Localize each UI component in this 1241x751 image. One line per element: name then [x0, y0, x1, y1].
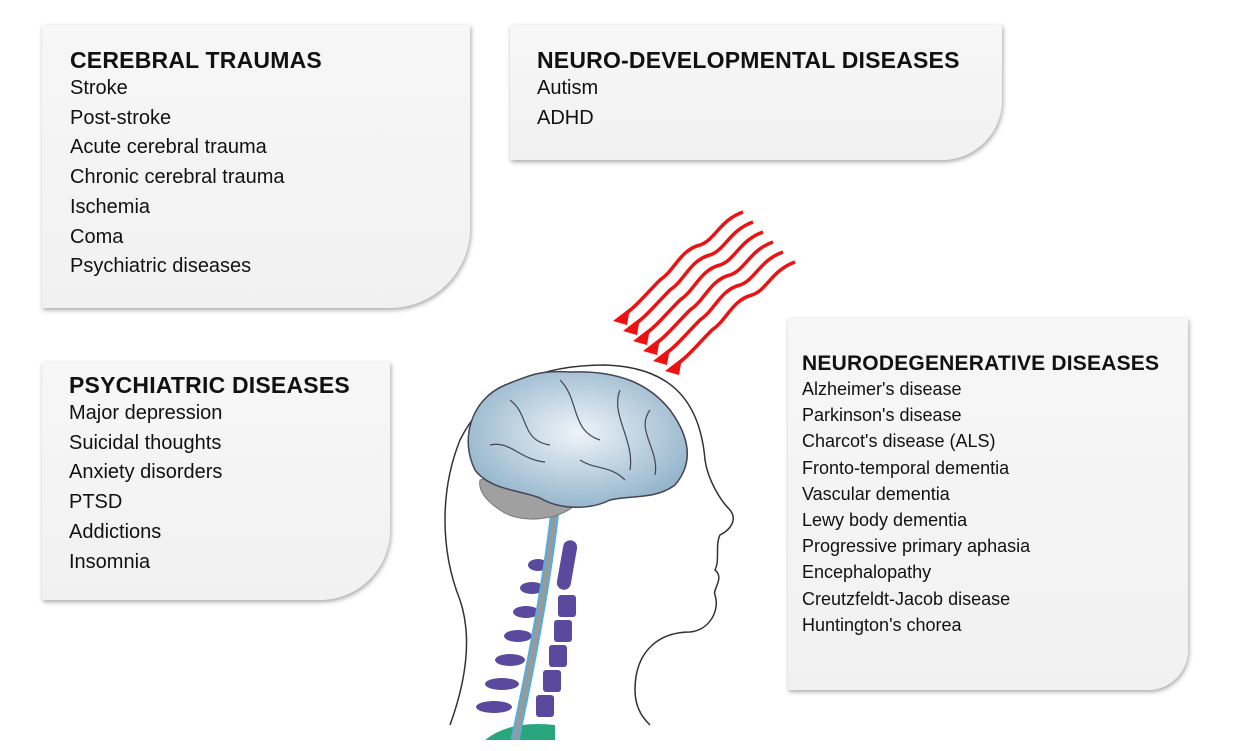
head-brain-illustration	[444, 210, 796, 740]
list-item: Chronic cerebral trauma	[70, 166, 285, 189]
radiation-arrows-icon	[619, 210, 796, 370]
box-title: NEURO-DEVELOPMENTAL DISEASES	[537, 47, 960, 73]
list-item: Fronto-temporal dementia	[802, 457, 1010, 478]
list-item: Alzheimer's disease	[802, 379, 962, 399]
neuro-developmental-box: NEURO-DEVELOPMENTAL DISEASES Autism ADHD	[510, 25, 1002, 160]
list-item: Psychiatric diseases	[70, 255, 252, 278]
list-item: Creutzfeldt-Jacob disease	[802, 588, 1011, 609]
list-item: Insomnia	[69, 550, 151, 573]
list-item: Anxiety disorders	[69, 461, 223, 484]
list-item: ADHD	[537, 106, 594, 129]
list-item: Major depression	[69, 402, 223, 424]
list-item: Stroke	[70, 77, 128, 99]
list-item: Parkinson's disease	[802, 405, 962, 426]
list-item: Ischemia	[70, 195, 151, 218]
brain	[467, 370, 688, 508]
list-item: PTSD	[69, 491, 123, 514]
psychiatric-diseases-box: PSYCHIATRIC DISEASES Major depression Su…	[42, 362, 390, 600]
list-item: Charcot's disease (ALS)	[802, 431, 996, 452]
box-title: PSYCHIATRIC DISEASES	[69, 372, 350, 398]
list-item: Addictions	[69, 520, 162, 543]
head-outline	[444, 364, 734, 726]
list-item: Encephalopathy	[802, 562, 932, 583]
box-title: CEREBRAL TRAUMAS	[70, 47, 322, 73]
list-item: Huntington's chorea	[802, 614, 962, 635]
spinal-column	[470, 500, 578, 740]
list-item: Post-stroke	[70, 106, 172, 129]
box-title: NEURODEGENERATIVE DISEASES	[802, 352, 1160, 375]
list-item: Vascular dementia	[802, 483, 950, 504]
list-item: Lewy body dementia	[802, 510, 968, 531]
cerebral-traumas-box: CEREBRAL TRAUMAS Stroke Post-stroke Acut…	[42, 25, 470, 308]
list-item: Progressive primary aphasia	[802, 536, 1031, 557]
arrowheads	[613, 308, 682, 375]
neurodegenerative-box: NEURODEGENERATIVE DISEASES Alzheimer's d…	[788, 318, 1188, 690]
list-item: Suicidal thoughts	[69, 431, 222, 454]
list-item: Autism	[537, 77, 599, 99]
list-item: Coma	[70, 225, 124, 248]
list-item: Acute cerebral trauma	[70, 136, 267, 159]
